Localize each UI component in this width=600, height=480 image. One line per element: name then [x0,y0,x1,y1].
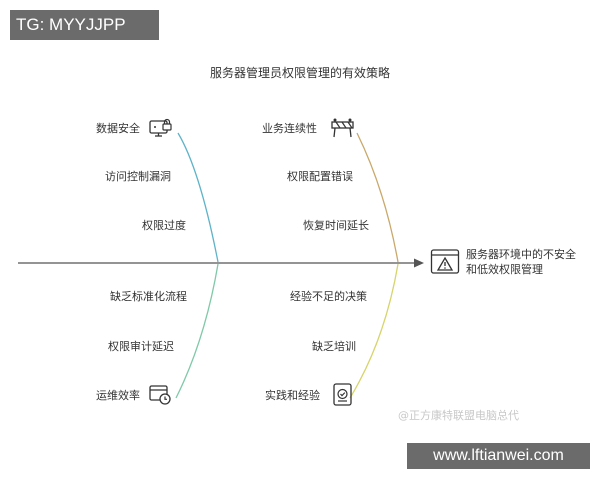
label-permission-config-error: 权限配置错误 [287,170,353,183]
document-icon [333,383,352,406]
left-top-bone [177,132,219,263]
url-tag: www.lftianwei.com [407,443,590,469]
label-no-standard-process: 缺乏标准化流程 [110,290,187,303]
label-ops-efficiency: 运维效率 [96,389,140,402]
spine-arrowhead [414,258,424,268]
label-access-control-vuln: 访问控制漏洞 [105,170,171,183]
label-recovery-time: 恢复时间延长 [303,219,369,232]
right-top-bone [356,132,399,263]
label-business-continuity: 业务连续性 [262,122,317,135]
monitor-lock-icon [149,118,172,137]
diagram-title: 服务器管理员权限管理的有效策略 [209,66,390,80]
fish-head-line-1: 服务器环境中的不安全 [466,248,576,261]
fish-head-label: 服务器环境中的不安全 和低效权限管理 [466,247,586,277]
corner-tag: TG: MYYJJPP [10,10,159,40]
label-inexperienced-decisions: 经验不足的决策 [290,290,367,303]
label-lack-of-training: 缺乏培训 [312,340,356,353]
warning-icon [430,249,460,274]
clock-window-icon [149,385,171,405]
watermark: @正方康特联盟电脑总代 [398,409,519,422]
label-excess-permissions: 权限过度 [142,219,186,232]
label-practice-experience: 实践和经验 [265,389,320,402]
label-data-security: 数据安全 [96,122,140,135]
right-bottom-bone [349,263,399,399]
roadblock-icon [331,118,354,138]
left-bottom-bone [175,263,219,399]
fish-head-line-2: 和低效权限管理 [466,263,543,276]
label-audit-delay: 权限审计延迟 [108,340,174,353]
